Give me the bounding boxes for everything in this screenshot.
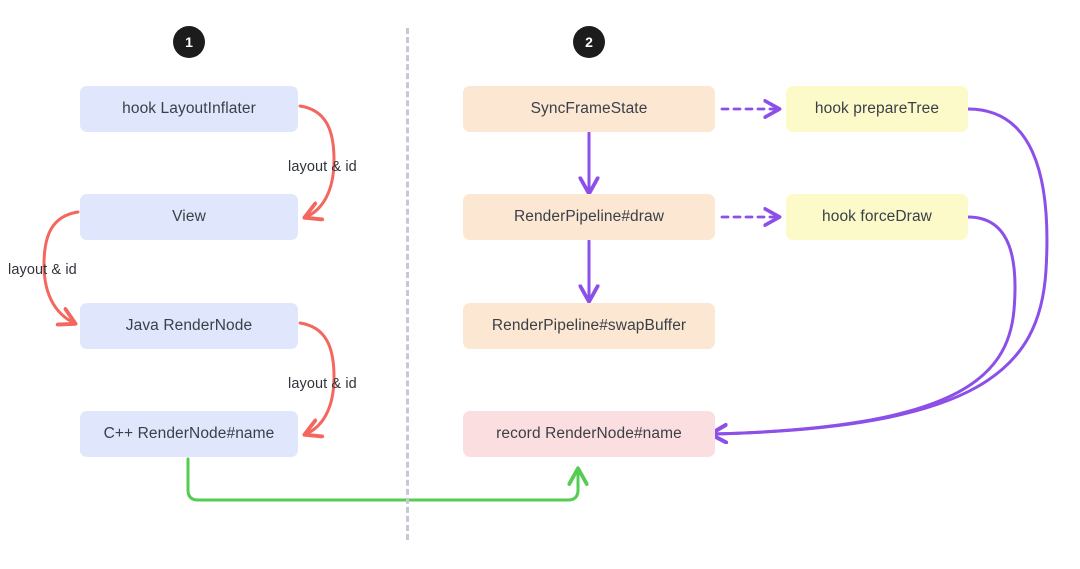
node-record-rendernode-name-label: record RenderNode#name [496,424,682,442]
node-java-rendernode[interactable]: Java RenderNode [80,303,298,349]
section-badge-1-label: 1 [185,34,193,50]
edge-label-java-to-cpp-rendernode: layout & id [288,376,357,392]
node-renderpipeline-draw-label: RenderPipeline#draw [513,207,665,225]
node-hook-forcedraw-label: hook forceDraw [822,207,932,225]
node-java-rendernode-label: Java RenderNode [125,316,253,334]
edge-label-view-to-java-rendernode-text: layout & id [8,262,77,278]
node-renderpipeline-swapbuffer[interactable]: RenderPipeline#swapBuffer [463,303,715,349]
edge-label-inflater-to-view: layout & id [288,159,357,175]
node-hook-layoutinflater-label: hook LayoutInflater [122,99,256,117]
node-cpp-rendernode-name[interactable]: C++ RenderNode#name [80,411,298,457]
node-hook-forcedraw[interactable]: hook forceDraw [786,194,968,240]
node-cpp-rendernode-name-label: C++ RenderNode#name [103,424,275,442]
section-badge-1: 1 [173,26,205,58]
edge-preparetree-to-record [712,107,1049,434]
edge-forcedraw-to-record [712,215,1017,434]
column-divider [406,28,409,540]
section-badge-2: 2 [573,26,605,58]
edge-label-inflater-to-view-text: layout & id [288,159,357,175]
node-renderpipeline-swapbuffer-label: RenderPipeline#swapBuffer [491,316,687,334]
section-badge-2-label: 2 [585,34,593,50]
node-syncframestate-label: SyncFrameState [530,99,648,117]
node-hook-layoutinflater[interactable]: hook LayoutInflater [80,86,298,132]
node-view-label: View [172,207,206,225]
node-syncframestate[interactable]: SyncFrameState [463,86,715,132]
node-hook-preparetree-label: hook prepareTree [814,99,940,117]
edge-label-java-to-cpp-rendernode-text: layout & id [288,376,357,392]
edge-cpp-rendernode-to-record [186,457,578,502]
node-hook-preparetree[interactable]: hook prepareTree [786,86,968,132]
node-renderpipeline-draw[interactable]: RenderPipeline#draw [463,194,715,240]
node-view[interactable]: View [80,194,298,240]
edge-label-view-to-java-rendernode: layout & id [8,262,77,278]
node-record-rendernode-name[interactable]: record RenderNode#name [463,411,715,457]
